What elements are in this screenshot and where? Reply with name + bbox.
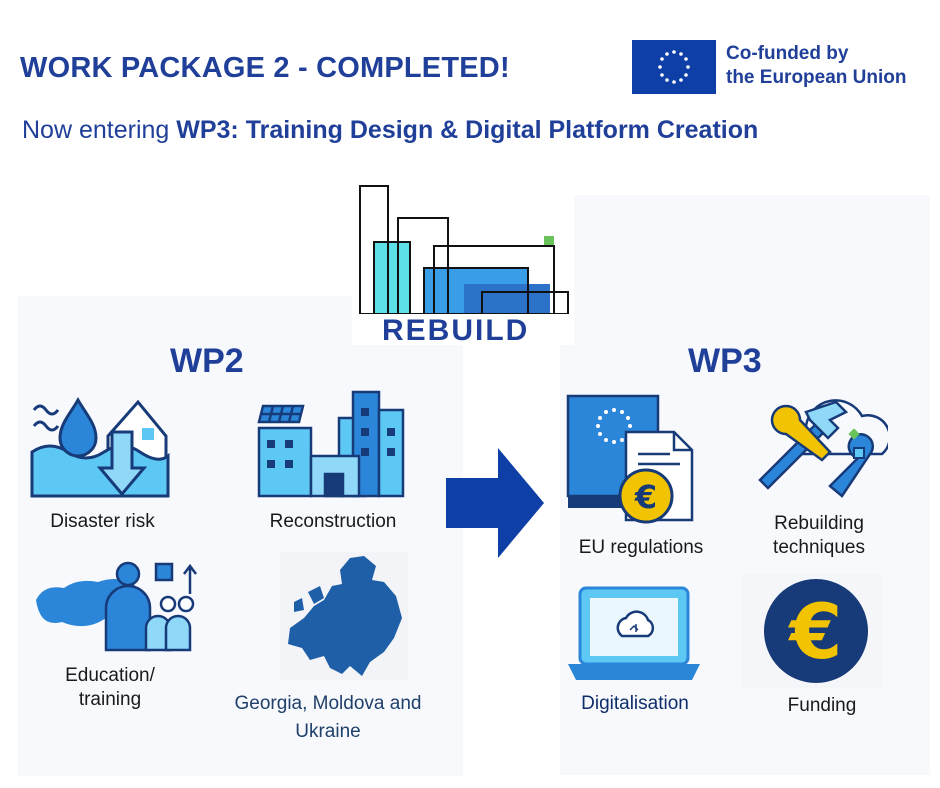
- svg-text:€: €: [788, 587, 843, 676]
- eu-cofunded-text: Co-funded by the European Union: [726, 42, 907, 90]
- disaster-risk-icon: [30, 396, 170, 498]
- tools-icon: [758, 399, 888, 498]
- subtitle-bold: WP3: Training Design & Digital Platform …: [176, 116, 759, 144]
- euro-coin-icon: €: [742, 574, 882, 688]
- reconstruction-icon: [257, 390, 405, 498]
- arrow-right-icon: [446, 448, 544, 558]
- caption-reconstruction: Reconstruction: [269, 511, 397, 532]
- caption-rebuilding-line1: Rebuilding: [774, 513, 864, 534]
- wp2-label: WP2: [170, 342, 244, 380]
- caption-digitalisation: Digitalisation: [581, 693, 689, 714]
- caption-countries-line2: Ukraine: [295, 721, 361, 742]
- caption-education-line1: Education/: [65, 665, 155, 686]
- laptop-cloud-icon: [568, 586, 700, 680]
- caption-education: Education/ training: [30, 664, 190, 712]
- svg-text:€: €: [634, 478, 657, 516]
- eu-regulations-icon: €: [566, 394, 694, 524]
- eu-line2: the European Union: [726, 67, 907, 88]
- eu-flag: [632, 40, 716, 94]
- caption-rebuilding: Rebuilding techniques: [744, 512, 894, 560]
- caption-countries: Georgia, Moldova and Ukraine: [210, 690, 446, 746]
- caption-eu-regulations: EU regulations: [578, 537, 704, 558]
- caption-disaster-risk: Disaster risk: [50, 511, 155, 532]
- caption-funding: Funding: [787, 695, 857, 716]
- wp3-label: WP3: [688, 342, 762, 380]
- caption-education-line2: training: [78, 689, 142, 710]
- caption-countries-line1: Georgia, Moldova and: [234, 693, 422, 714]
- eu-stars-icon: [658, 50, 690, 84]
- caption-rebuilding-line2: techniques: [773, 537, 865, 558]
- education-icon: [36, 561, 197, 652]
- subtitle-prefix: Now entering: [22, 116, 177, 144]
- rebuild-logo: [352, 180, 574, 345]
- page-subtitle: Now entering WP3: Training Design & Digi…: [22, 116, 758, 145]
- europe-map-icon: [280, 552, 408, 680]
- rebuild-wordmark: REBUILD: [382, 314, 530, 347]
- wp2-panel: [18, 296, 463, 776]
- eu-line1: Co-funded by: [726, 43, 849, 64]
- page-title: WORK PACKAGE 2 - COMPLETED!: [20, 52, 510, 84]
